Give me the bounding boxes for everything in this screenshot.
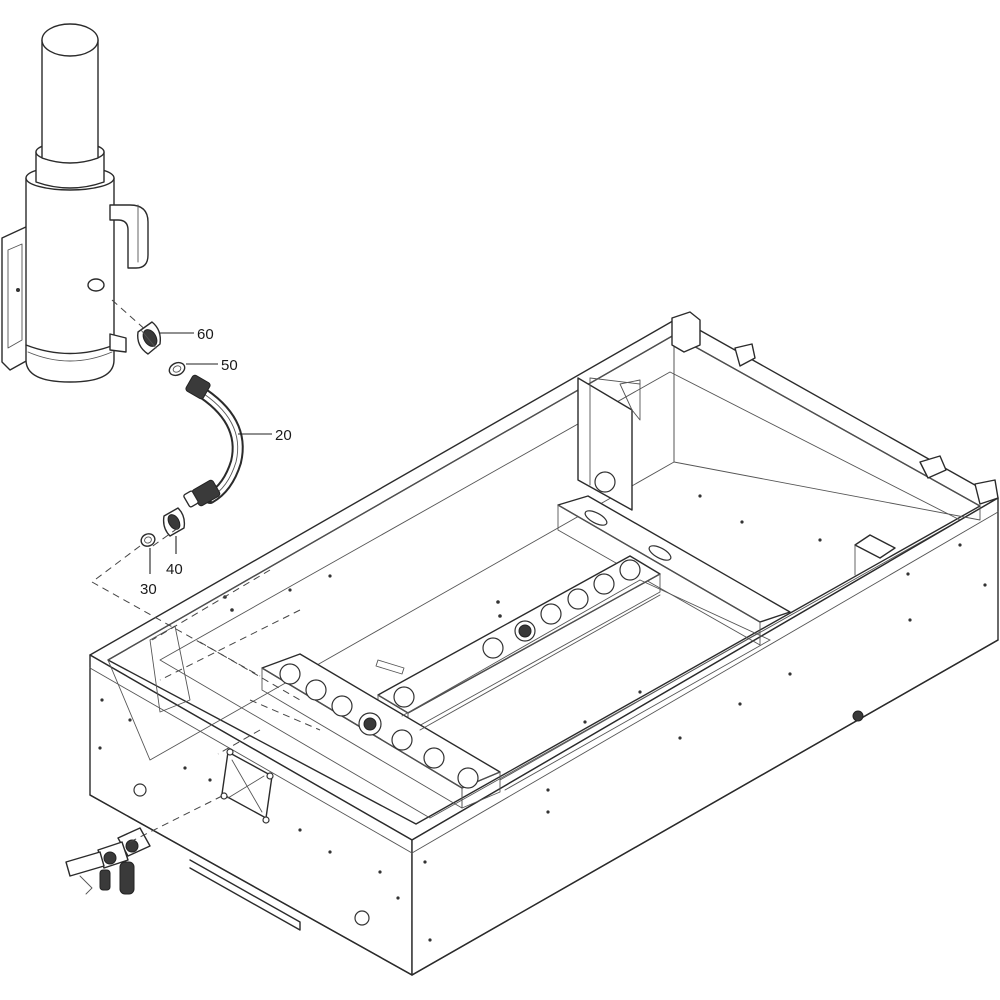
- valve-cluster: [65, 827, 151, 895]
- assembly-lines: [91, 299, 321, 843]
- callouts: 60 50 20 30 40: [140, 326, 292, 598]
- seal-ring-30: [140, 533, 156, 547]
- callout-30: 30: [140, 581, 157, 598]
- seal-ring-50: [168, 361, 186, 377]
- fitting-60: [137, 321, 162, 355]
- callout-60: 60: [197, 326, 214, 343]
- fitting-40: [162, 507, 186, 537]
- callout-20: 20: [275, 427, 292, 444]
- hose-20: [183, 374, 244, 508]
- callout-40: 40: [166, 561, 183, 578]
- callout-50: 50: [221, 357, 238, 374]
- filter-cylinder: [1, 23, 149, 383]
- base-frame: [89, 311, 999, 976]
